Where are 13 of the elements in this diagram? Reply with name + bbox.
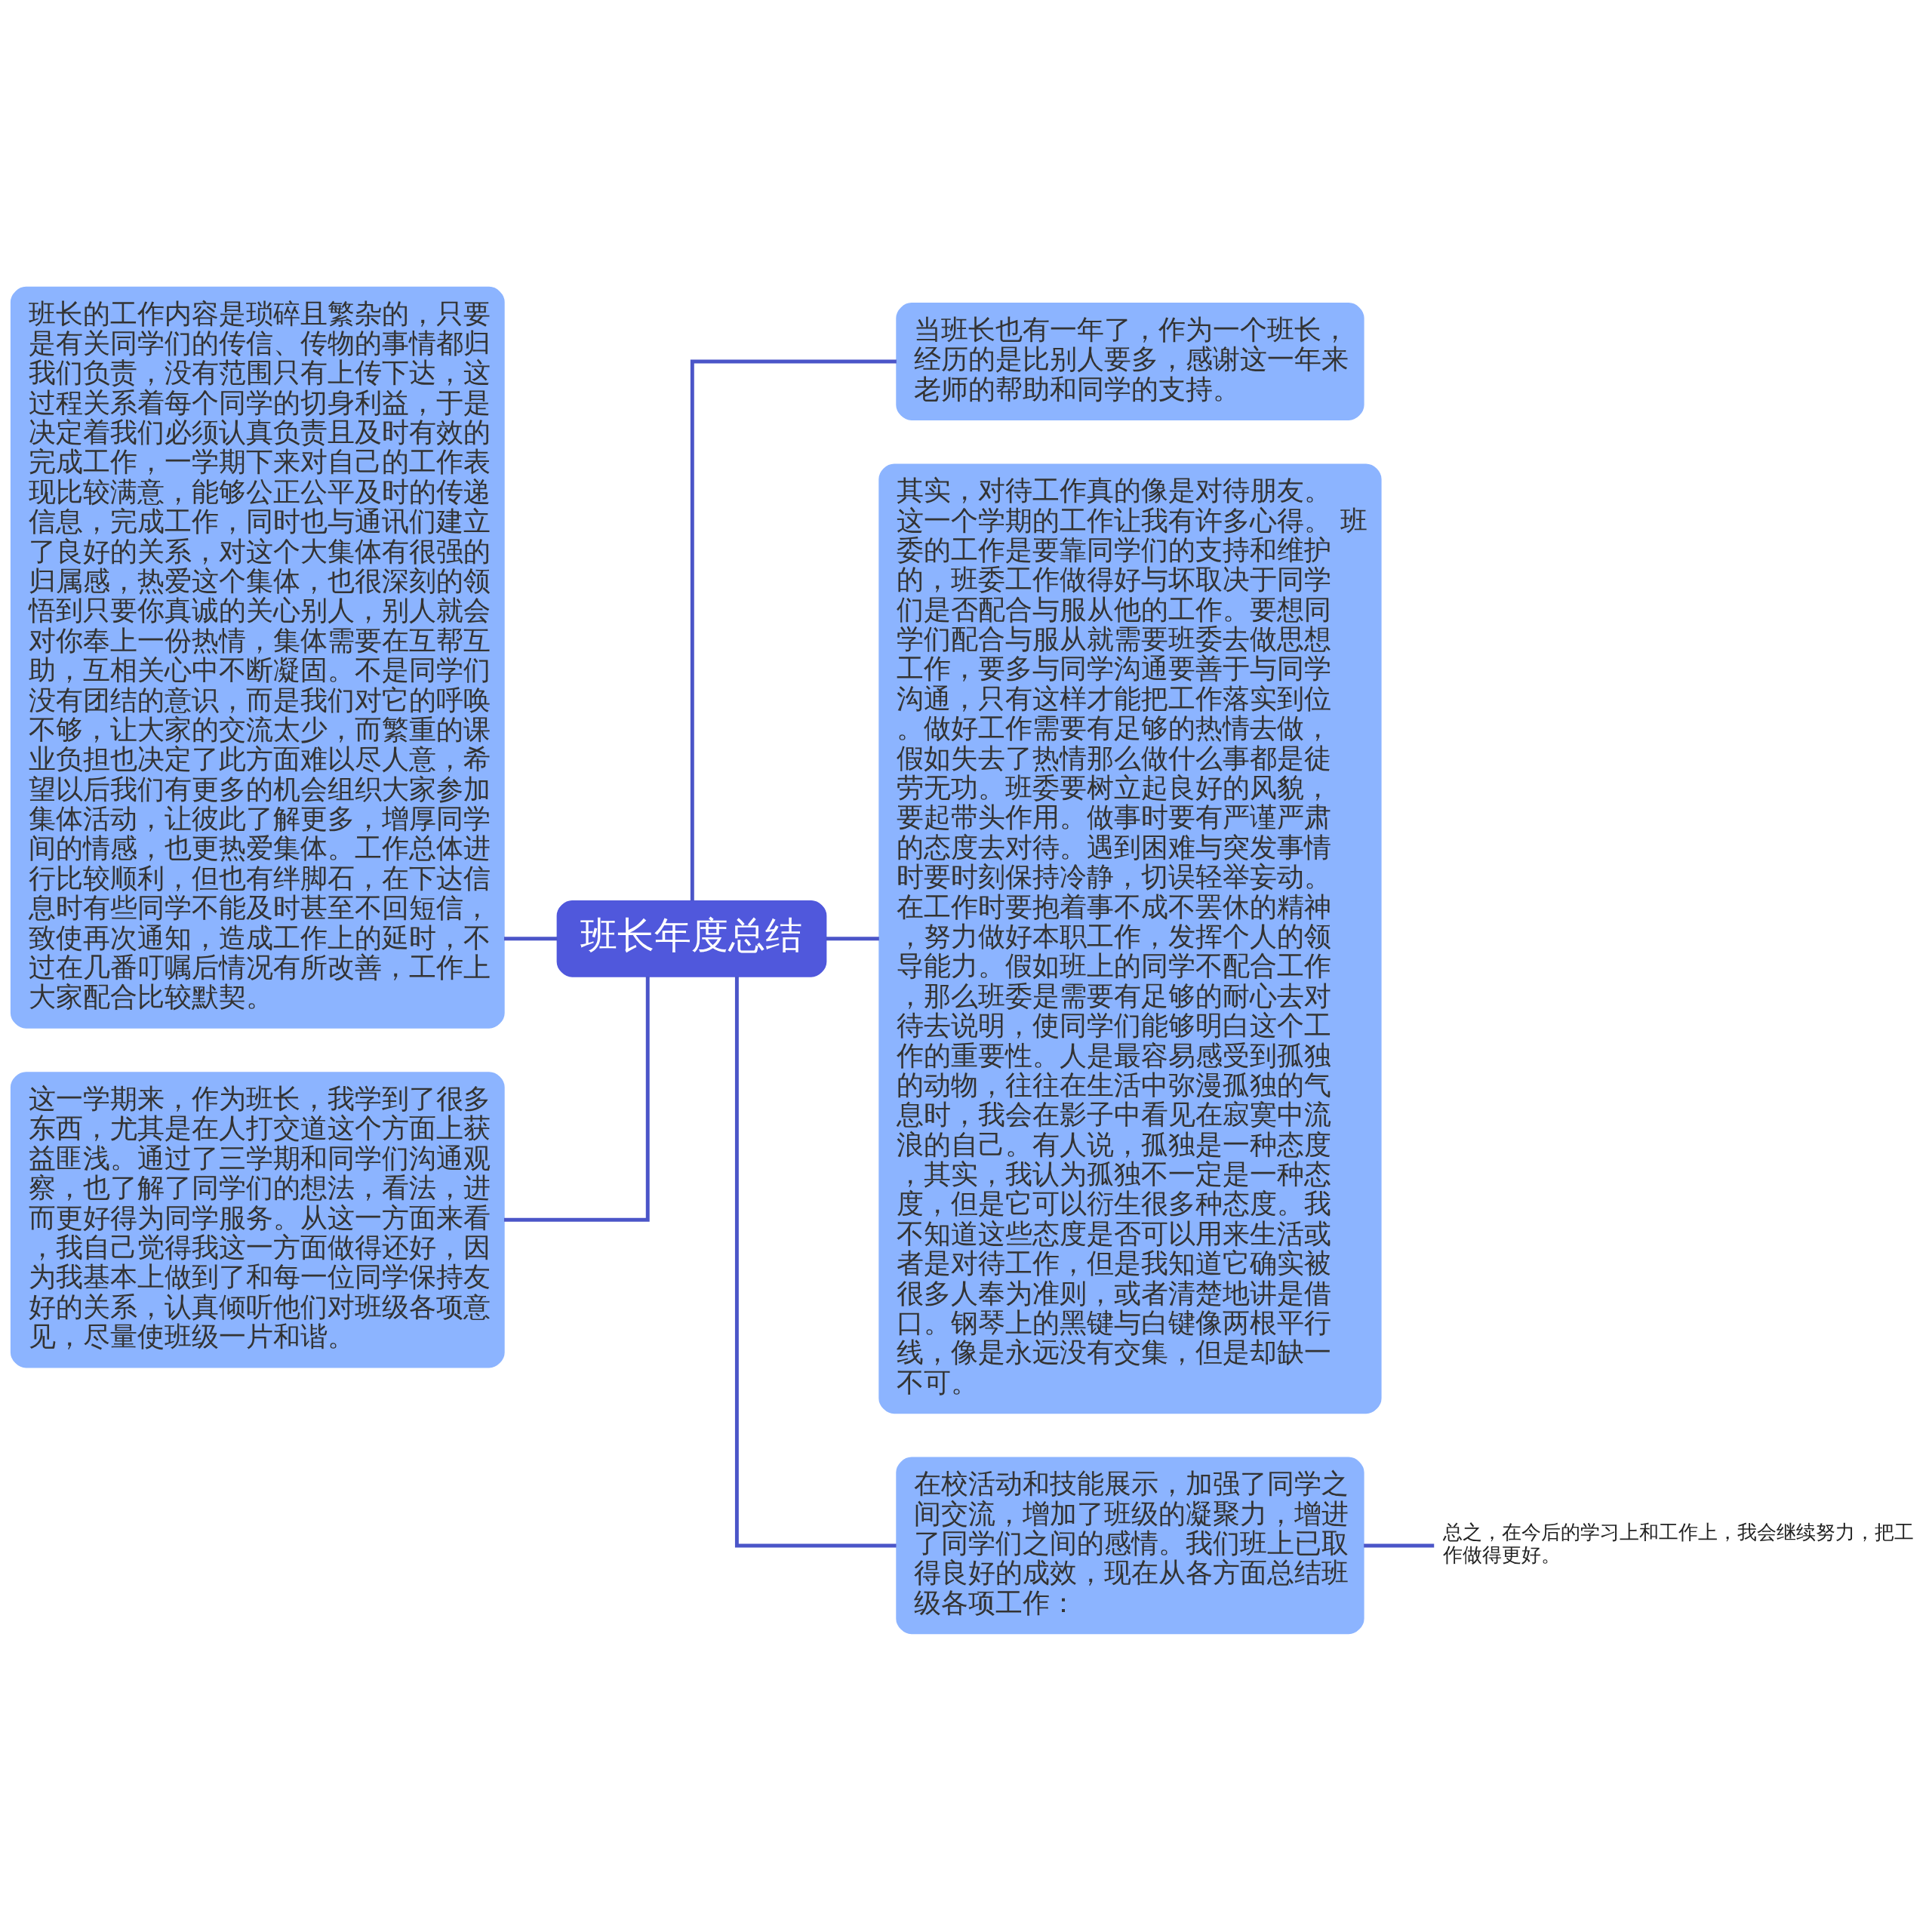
connector (690, 359, 897, 901)
node-box: 在校活动和技能展示，加强了同学之间交流，增加了班级的凝聚力，增进了同学们之间的感情。我们班上已取得良好的成效，现在从各方面总结班级各项工作： (896, 1457, 1364, 1634)
connector (826, 936, 879, 940)
node-box: 其实，对待工作真的像是对待朋友。这一个学期的工作让我有许多心得。 班委的工作是要靠同学们的支持和维护的，班委工作做得好与坏取决于同学们是否配合与服从他的工作。要想同学们配合与服从就需要班委去做思想工作，要多与同学沟通要善于与同学沟通，只有这样才能把工作落实到位。做好工作需要有足够的热情去做，假如失去了热情那么做什么事都是徒劳无功。班委要树立起良好的风貌，要起带头作用。做事时要有严谨严肃的态度去对待。遇到困难与突发事情时要时刻保持冷静，切误轻举妄动。在工作时要抱着事不成不罢休的精神，努力做好本职工作，发挥个人的领导能力。假如班上的同学不配合工作，那么班委是需要有足够的耐心去对待去说明，使同学们能够明白这个工作的重要性。人是最容易感受到孤独的动物，往往在生活中弥漫孤独的气息时，我会在影子中看见在寂寞中流浪的自己。有人说，孤独是一种态度，其实，我认为孤独不一定是一种态度，但是它可以衍生很多种态度。我不知道这些态度是否可以用来生活或者是对待工作，但是我知道它确实被很多人奉为准则，或者清楚地讲是借口。钢琴上的黑键与白键像两根平行线，像是永远没有交集，但是却缺一不可。 (878, 463, 1382, 1414)
connector (503, 976, 650, 1222)
node-box: 班长的工作内容是琐碎且繁杂的，只要是有关同学们的传信、传物的事情都归我们负责，没有范围只有上传下达，这过程关系着每个同学的切身利益，于是决定着我们必须认真负责且及时有效的完成工作，一学期下来对自己的工作表现比较满意，能够公正公平及时的传递信息，完成工作，同时也与通讯们建立了良好的关系，对这个大集体有很强的归属感，热爱这个集体，也很深刻的领悟到只要你真诚的关心别人，别人就会对你奉上一份热情，集体需要在互帮互助，互相关心中不断凝固。不是同学们没有团结的意识，而是我们对它的呼唤不够，让大家的交流太少，而繁重的课业负担也决定了此方面难以尽人意，希望以后我们有更多的机会组织大家参加集体活动，让彼此了解更多，增厚同学间的情感，也更热爱集体。工作总体进行比较顺利，但也有绊脚石，在下达信息时有些同学不能及时甚至不回短信，致使再次通知，造成工作上的延时，不过在几番叮嘱后情况有所改善，工作上大家配合比较默契。 (10, 286, 505, 1029)
connector (503, 936, 558, 940)
node-text: 总之，在今后的学习上和工作上，我会继续努力，把工作做得更好。 (1442, 1520, 1914, 1566)
node-box: 当班长也有一年了，作为一个班长，经历的是比别人要多，感谢这一年来老师的帮助和同学的支持。 (896, 302, 1364, 420)
node-box: 班长年度总结 (556, 900, 827, 977)
connector (734, 976, 897, 1547)
connector (1364, 1543, 1435, 1547)
node-box: 这一学期来，作为班长，我学到了很多东西，尤其是在人打交道这个方面上获益匪浅。通过了三学期和同学们沟通观察，也了解了同学们的想法，看法，进而更好得为同学服务。从这一方面来看，我自己觉得我这一方面做得还好，因为我基本上做到了和每一位同学保持友好的关系，认真倾听他们对班级各项意见，尽量使班级一片和谐。 (10, 1071, 505, 1368)
